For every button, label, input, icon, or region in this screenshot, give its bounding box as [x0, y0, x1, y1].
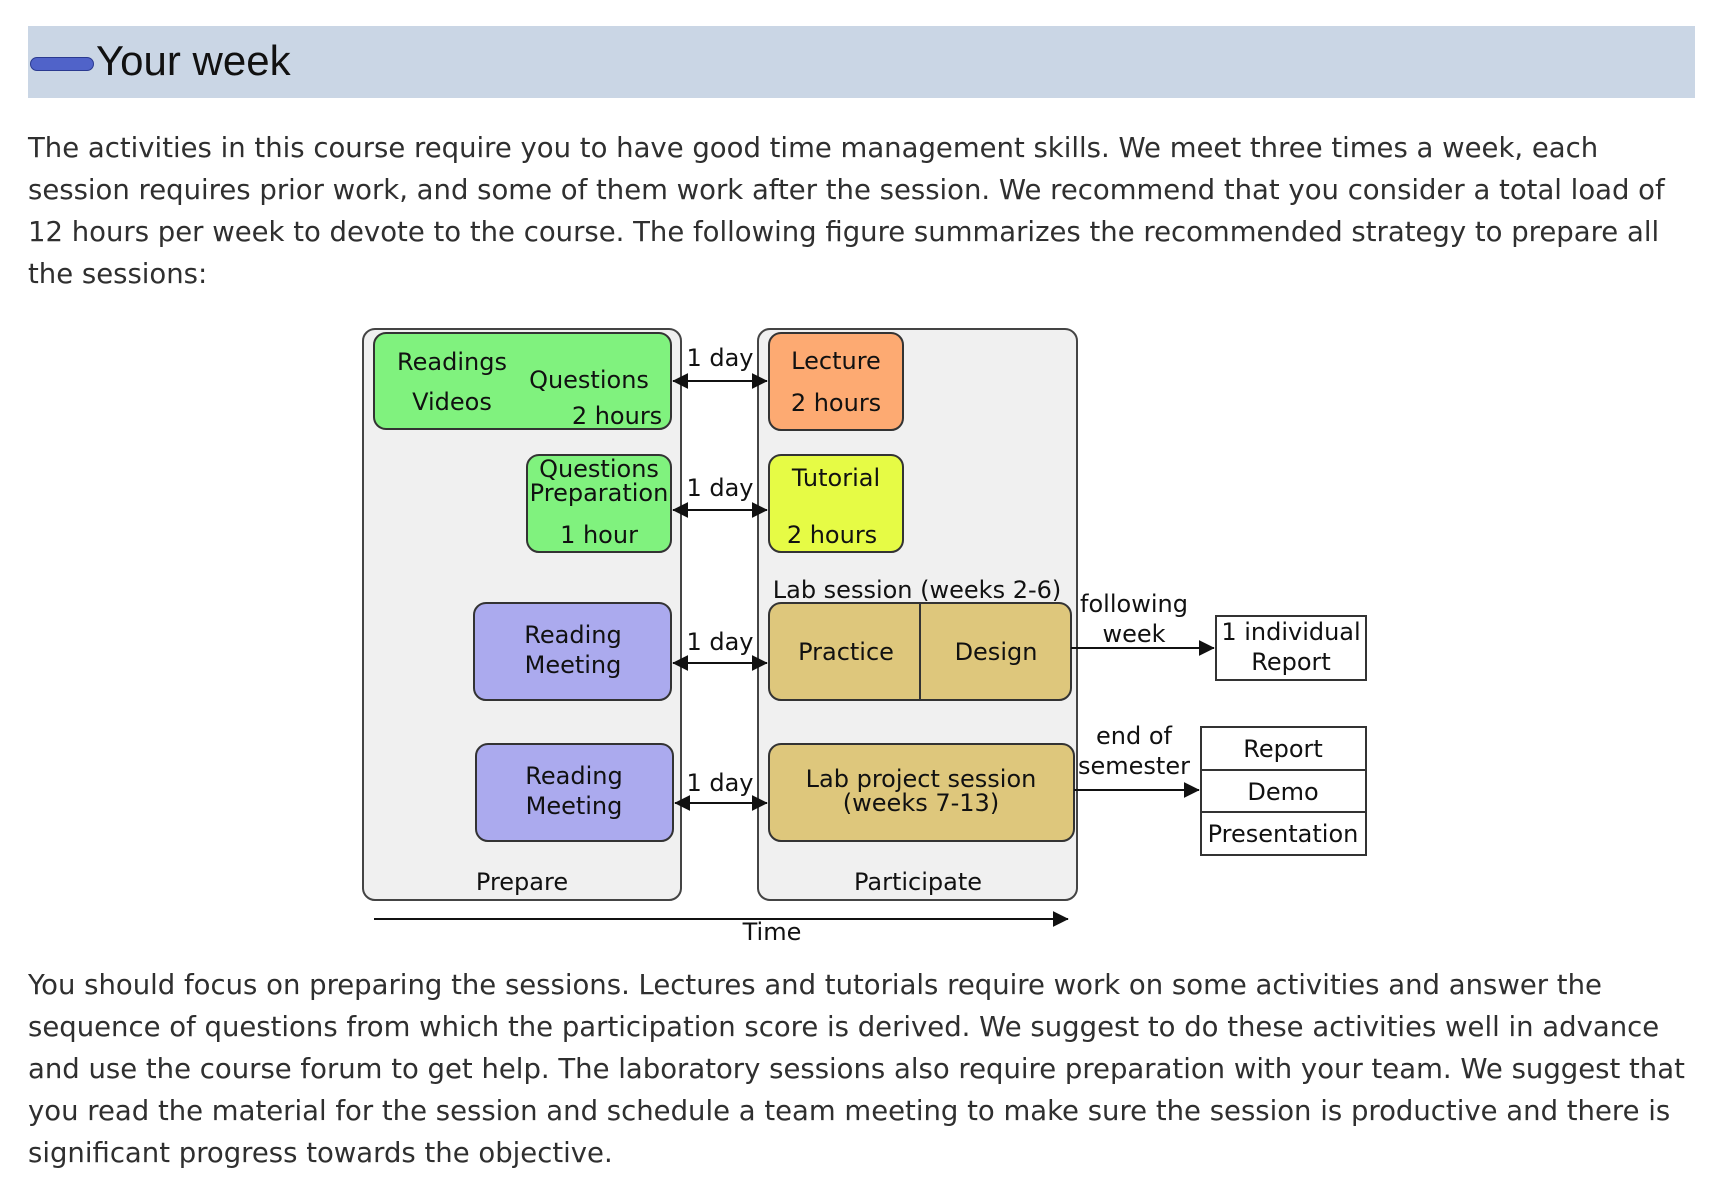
end-of-semester-line1: end of	[1096, 722, 1173, 750]
reading-meeting-box-2	[475, 743, 674, 842]
lecture-time-text: 2 hours	[791, 389, 881, 417]
qprep-line2: Preparation	[530, 479, 669, 507]
deliverable-demo: Demo	[1247, 778, 1318, 806]
questions-text: Questions	[529, 366, 649, 394]
qprep-line1: Questions	[539, 455, 659, 483]
project-line1: Lab project session	[806, 765, 1037, 793]
project-line2: (weeks 7-13)	[843, 789, 999, 817]
following-week-line2: week	[1102, 620, 1165, 648]
questions-preparation-box	[526, 454, 672, 553]
reading-meeting-1-line2: Meeting	[525, 651, 622, 679]
individual-line1: 1 individual	[1221, 618, 1360, 646]
practice-text: Practice	[798, 638, 894, 666]
individual-line2: Report	[1251, 648, 1331, 676]
lecture-box	[768, 332, 904, 431]
following-week-line1: following	[1080, 590, 1188, 618]
end-of-semester-line2: semester	[1078, 752, 1190, 780]
participate-label: Participate	[854, 868, 982, 896]
reading-meeting-box-1	[473, 602, 672, 701]
readings-text: Readings	[397, 348, 507, 376]
day-label-3: 1 day	[686, 628, 753, 656]
outro-paragraph: You should focus on preparing the sessio…	[28, 969, 1685, 1169]
lab-project-session-box	[768, 743, 1075, 842]
tutorial-time-text: 2 hours	[787, 521, 877, 549]
lab-session-title: Lab session (weeks 2-6)	[773, 576, 1062, 604]
deliverables-box	[1200, 726, 1367, 856]
questions-time-text: 2 hours	[572, 402, 662, 430]
reading-meeting-2-line1: Reading	[525, 762, 622, 790]
deliverable-presentation: Presentation	[1208, 820, 1359, 848]
videos-text: Videos	[412, 388, 492, 416]
qprep-time: 1 hour	[560, 521, 638, 549]
readings-videos-questions-box	[373, 332, 672, 430]
lecture-text: Lecture	[791, 347, 881, 375]
design-text: Design	[955, 638, 1038, 666]
prepare-label: Prepare	[476, 868, 568, 896]
tutorial-box	[768, 454, 904, 553]
tutorial-text: Tutorial	[791, 464, 880, 492]
day-label-1: 1 day	[686, 344, 753, 372]
intro-paragraph: The activities in this course require yo…	[28, 132, 1665, 290]
individual-report-box	[1215, 615, 1367, 681]
section-title: Your week	[96, 37, 291, 84]
section-header	[28, 26, 1695, 98]
time-label: Time	[742, 918, 802, 946]
day-label-2: 1 day	[686, 474, 753, 502]
deliverable-report: Report	[1243, 735, 1323, 763]
reading-meeting-1-line1: Reading	[524, 621, 621, 649]
reading-meeting-2-line2: Meeting	[526, 792, 623, 820]
collapse-toggle-icon[interactable]	[30, 57, 94, 71]
day-label-4: 1 day	[686, 769, 753, 797]
